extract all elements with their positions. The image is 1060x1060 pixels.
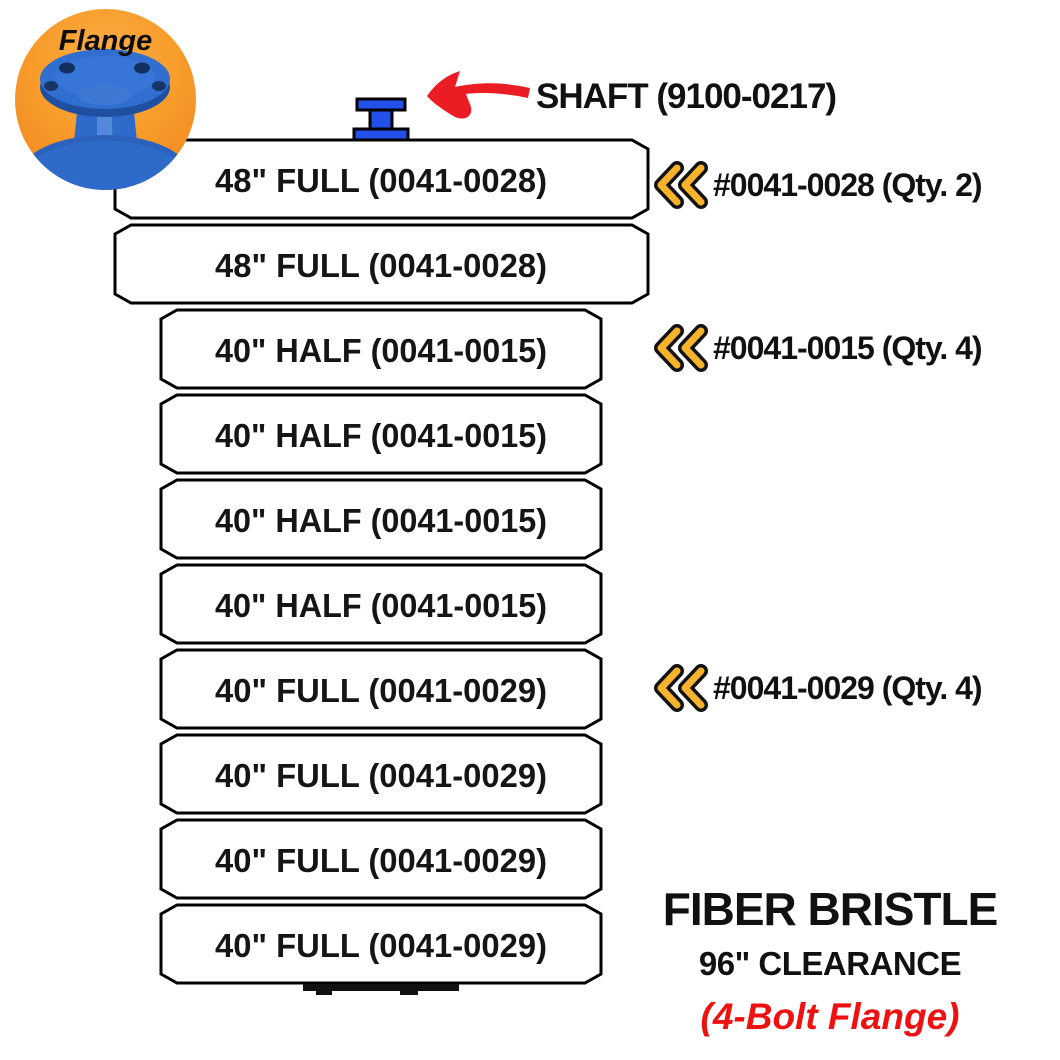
flange-illustration xyxy=(17,49,193,190)
callout-0041-0015: #0041-0015 (Qty. 4) xyxy=(652,323,983,373)
section-label: 40" FULL (0041-0029) xyxy=(215,757,547,794)
shaft-callout-label: SHAFT (9100-0217) xyxy=(536,77,837,116)
product-info: FIBER BRISTLE 96" CLEARANCE (4-Bolt Flan… xyxy=(618,886,1042,1038)
section-label: 48" FULL (0041-0028) xyxy=(215,162,547,199)
callout-label: #0041-0015 (Qty. 4) xyxy=(713,329,983,366)
brush-section-6 xyxy=(159,563,603,645)
brush-section-7 xyxy=(159,648,603,730)
callout-label: #0041-0029 (Qty. 4) xyxy=(713,669,983,706)
flange-photo: Flange xyxy=(15,9,196,190)
section-label: 40" FULL (0041-0029) xyxy=(215,927,547,964)
brush-section-8 xyxy=(159,733,603,815)
double-chevron-left-icon xyxy=(654,324,708,372)
section-label: 40" FULL (0041-0029) xyxy=(215,842,547,879)
callout-0041-0028: #0041-0028 (Qty. 2) xyxy=(652,160,983,210)
bottom-plate xyxy=(303,984,459,995)
callout-label: #0041-0028 (Qty. 2) xyxy=(713,166,983,203)
brush-section-5 xyxy=(159,478,603,560)
flange-badge-label: Flange xyxy=(58,25,153,57)
brush-section-10 xyxy=(159,903,603,985)
clearance-label: 96" CLEARANCE xyxy=(698,945,962,982)
section-label: 48" FULL (0041-0028) xyxy=(215,247,547,284)
brush-section-2 xyxy=(113,223,650,305)
section-label: 40" HALF (0041-0015) xyxy=(215,417,547,454)
flange-note: (4-Bolt Flange) xyxy=(700,996,960,1037)
section-label: 40" HALF (0041-0015) xyxy=(215,587,547,624)
section-label: 40" FULL (0041-0029) xyxy=(215,672,547,709)
brush-section-4 xyxy=(159,393,603,475)
double-chevron-left-icon xyxy=(654,664,708,712)
product-title: FIBER BRISTLE xyxy=(662,883,999,935)
shaft-graphic xyxy=(352,97,410,142)
brush-section-9 xyxy=(159,818,603,900)
callout-0041-0029: #0041-0029 (Qty. 4) xyxy=(652,663,983,713)
double-chevron-left-icon xyxy=(654,161,708,209)
shaft-arrow-icon xyxy=(427,71,530,119)
brush-section-3 xyxy=(159,308,603,390)
section-label: 40" HALF (0041-0015) xyxy=(215,332,547,369)
section-label: 40" HALF (0041-0015) xyxy=(215,502,547,539)
